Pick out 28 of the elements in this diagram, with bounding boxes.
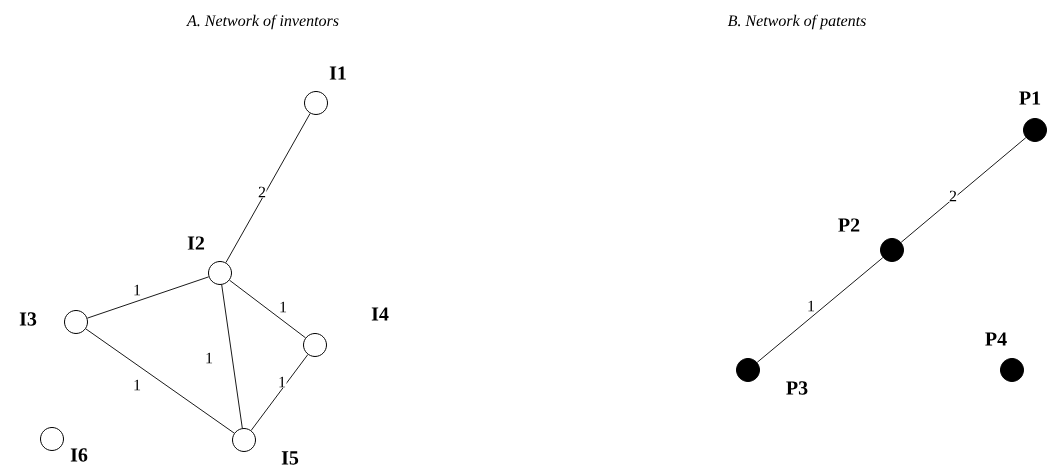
node-label: I1: [329, 66, 346, 80]
node-label: I2: [187, 236, 205, 250]
node-label: I6: [70, 448, 88, 462]
edge-label: 2: [948, 190, 958, 202]
edge-label: 2: [257, 186, 267, 198]
node-label: I4: [371, 307, 389, 321]
edge-label: 1: [277, 376, 287, 388]
node-label: I5: [281, 451, 299, 465]
edge-line: [900, 137, 1027, 243]
edge-label: 1: [132, 379, 142, 391]
node-label: P1: [1019, 91, 1041, 105]
node-label: P3: [786, 381, 808, 395]
edge-line: [250, 354, 309, 431]
panel-title: A. Network of inventors: [186, 14, 339, 30]
edge-label: 1: [132, 284, 142, 296]
edge-line: [85, 328, 235, 434]
edge-line: [229, 279, 306, 339]
node-label: I3: [19, 312, 37, 326]
edge-label: 1: [278, 301, 288, 313]
edge-line: [225, 113, 311, 263]
panel-title: B. Network of patents: [727, 14, 866, 30]
edge-line: [756, 257, 884, 363]
edge-line: [221, 284, 243, 429]
edge-line: [86, 276, 210, 319]
edge-label: 1: [806, 300, 816, 312]
node-label: P2: [838, 218, 860, 232]
edge-label: 1: [204, 352, 214, 364]
node-label: P4: [985, 332, 1007, 346]
